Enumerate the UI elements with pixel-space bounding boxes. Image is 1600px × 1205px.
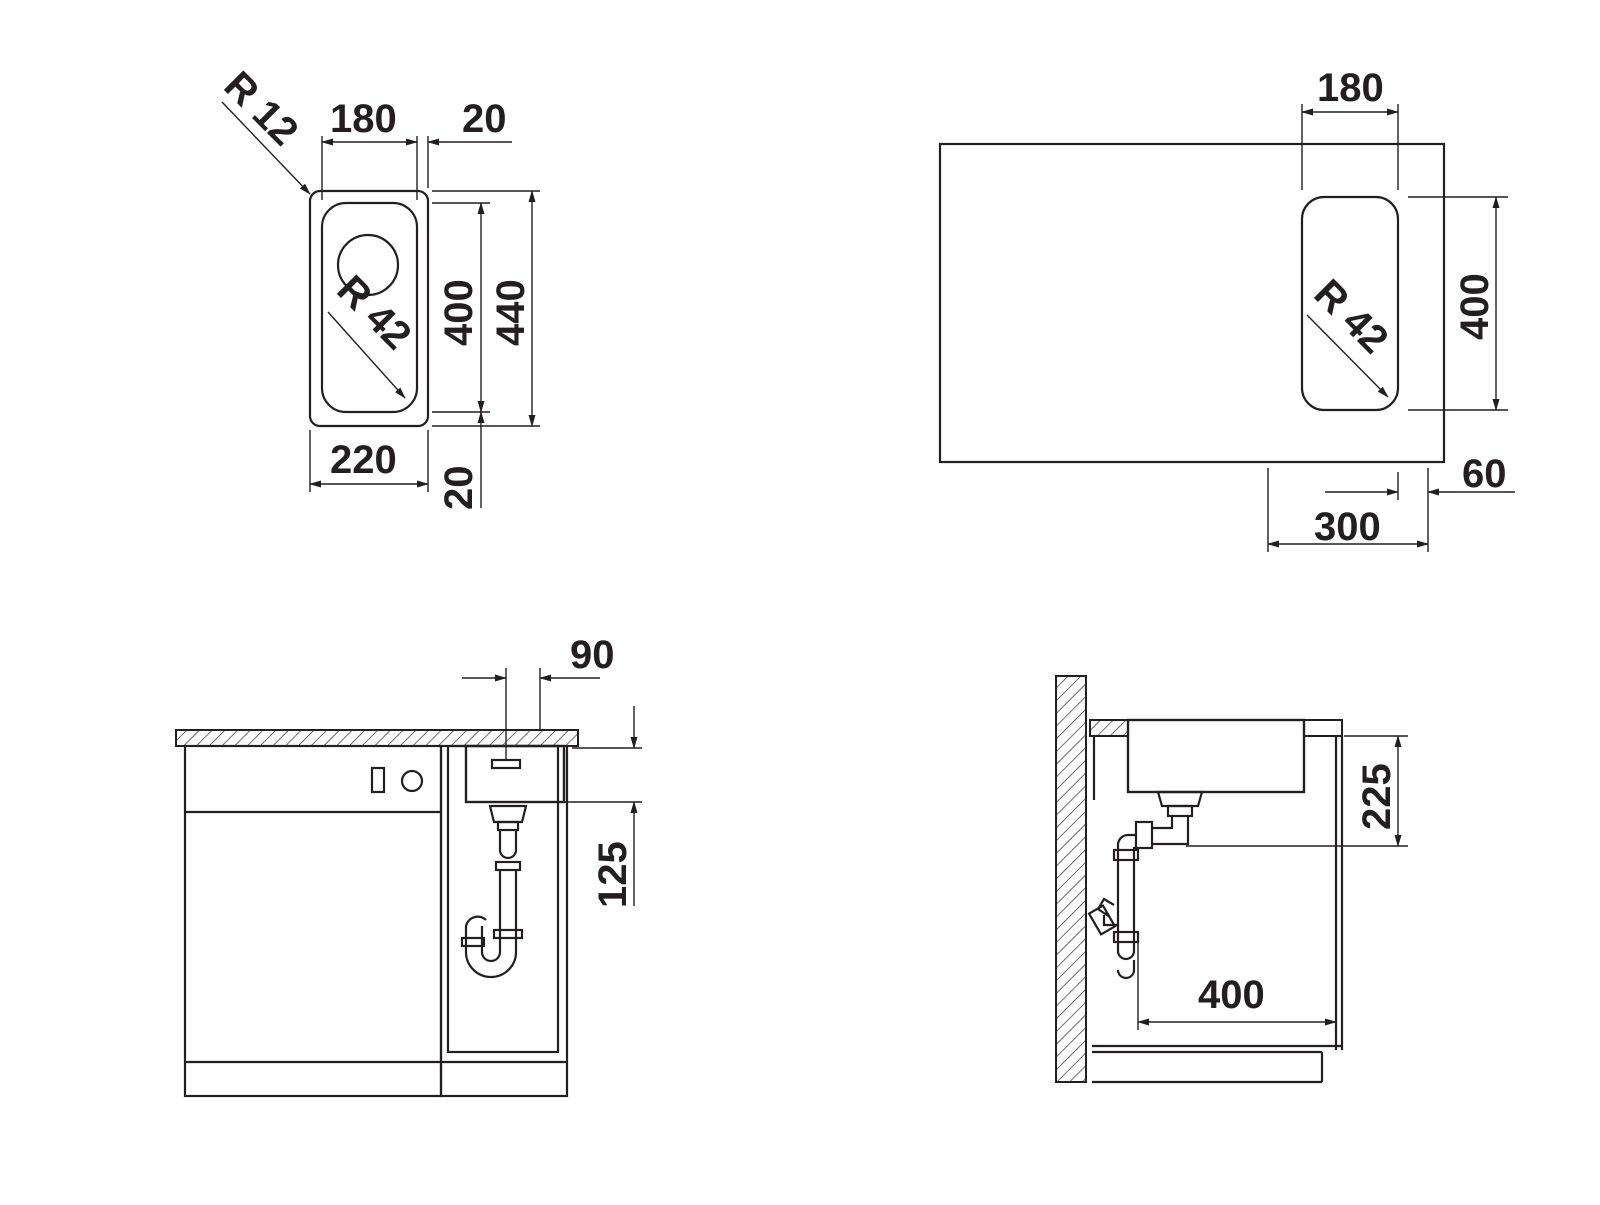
drain-hole bbox=[336, 233, 400, 297]
sink-bowl-outline bbox=[320, 201, 419, 414]
front-worktop bbox=[175, 729, 579, 747]
depth-label: 125 bbox=[591, 841, 635, 908]
side-view: 225 400 bbox=[1055, 675, 1408, 1084]
bowl-width-label: 180 bbox=[1317, 66, 1384, 110]
rim-bottom-label: 20 bbox=[437, 466, 481, 511]
bowl-height-label: 400 bbox=[1453, 273, 1497, 340]
drain-offset-label: 90 bbox=[570, 633, 615, 677]
height-inner-label: 400 bbox=[437, 279, 481, 346]
front-sink-bowl bbox=[464, 744, 566, 804]
worktop-outline bbox=[938, 142, 1446, 464]
cutout-view: 180 400 R 42 300 60 bbox=[938, 66, 1515, 552]
cutout-radius-label: R 42 bbox=[1306, 271, 1397, 362]
width-inner-label: 180 bbox=[330, 97, 397, 141]
width-outer-label: 220 bbox=[330, 438, 397, 482]
outlet-height-label: 225 bbox=[1355, 763, 1399, 830]
front-view: 90 125 bbox=[175, 633, 642, 1098]
top-view: R 12 180 20 R 42 400 440 220 20 bbox=[216, 63, 540, 510]
cabinet-width-label: 300 bbox=[1314, 505, 1381, 549]
rim-label: 20 bbox=[462, 97, 507, 141]
wall bbox=[1055, 675, 1087, 1083]
edge-offset-label: 60 bbox=[1462, 452, 1507, 496]
outlet-distance-label: 400 bbox=[1198, 973, 1265, 1017]
height-outer-label: 440 bbox=[489, 279, 533, 346]
bowl-cutout bbox=[1300, 195, 1400, 412]
side-sink-bowl bbox=[1126, 718, 1306, 794]
dishwasher bbox=[183, 744, 443, 1098]
sink-outer-outline bbox=[308, 189, 430, 428]
